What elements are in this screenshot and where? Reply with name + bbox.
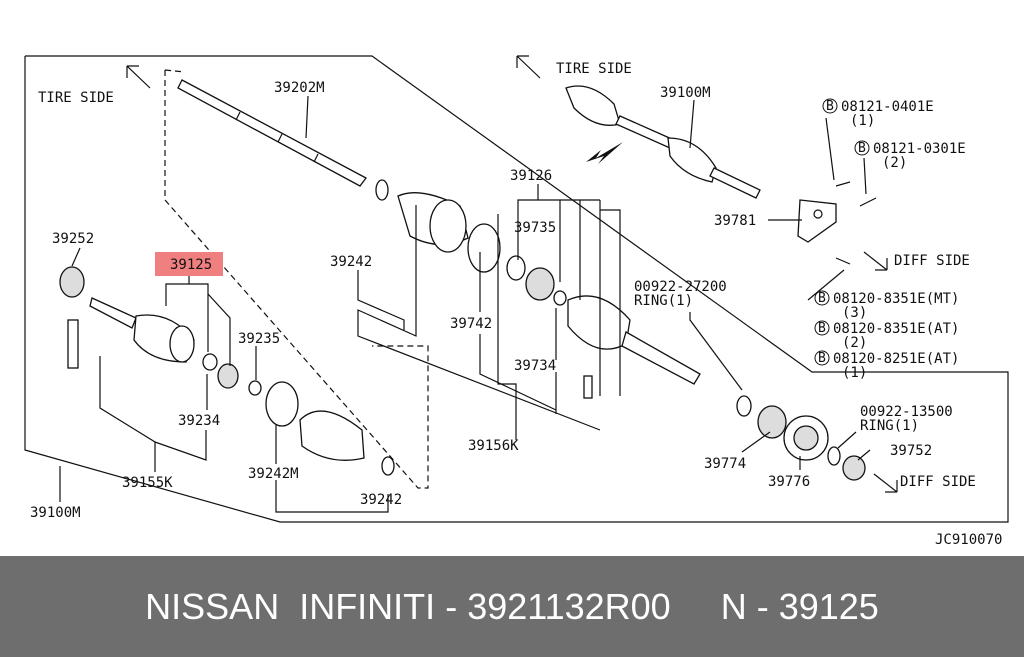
seal-39752 xyxy=(842,455,866,481)
boot-band-39242-top xyxy=(375,179,389,201)
label-39776: 39776 xyxy=(768,474,810,490)
label-39242-b: 39242 xyxy=(360,492,402,508)
bolt-code: 08120-8351E(MT) xyxy=(833,291,959,307)
footer-part-number: 3921132R00 xyxy=(467,585,671,627)
bolt-code: 08121-0301E xyxy=(873,141,966,157)
label-39735: 39735 xyxy=(514,220,556,236)
housing-diff-side xyxy=(567,295,701,385)
bolt-icons xyxy=(835,181,877,265)
diagram-code: JC910070 xyxy=(935,532,1002,548)
footer-ref: N - 39125 xyxy=(720,585,879,627)
tire-side-arrow-right-icon xyxy=(516,55,541,79)
label-39126: 39126 xyxy=(510,168,552,184)
label-39781: 39781 xyxy=(714,213,756,229)
boot-39242M-lower xyxy=(299,410,365,461)
bolt-marker-letter: B xyxy=(818,351,826,366)
label-00922-13500: 00922-13500 xyxy=(860,404,953,420)
inner-race-39125 xyxy=(217,363,239,389)
bolt-qty: (3) xyxy=(842,305,867,321)
label-39242M: 39242M xyxy=(248,466,299,482)
label-39734: 39734 xyxy=(514,358,556,374)
label-39252: 39252 xyxy=(52,231,94,247)
shaft-assembly-39100M-top xyxy=(565,85,761,199)
dust-plug-39734 xyxy=(583,375,593,399)
bolt-marker-letter: B xyxy=(818,321,826,336)
diagram-frame xyxy=(24,55,1009,523)
diff-side-label-lower: DIFF SIDE xyxy=(900,474,976,490)
circlip-39734 xyxy=(553,290,567,306)
bolt-marker-letter: B xyxy=(858,141,866,156)
dashed-boundary xyxy=(164,70,429,489)
bolt-marker-letter: B xyxy=(818,291,826,306)
bracket-39781 xyxy=(797,199,837,243)
label-39742: 39742 xyxy=(450,316,492,332)
boot-39242M-top xyxy=(397,192,469,253)
diagram-canvas: TIRE SIDE TIRE SIDE DIFF SIDE DIFF SIDE … xyxy=(24,55,1009,548)
boot-band-39742 xyxy=(467,223,501,273)
bolt-marker-letter: B xyxy=(826,99,834,114)
tire-side-arrow-left-icon xyxy=(126,65,151,89)
bolt-code: 08121-0401E xyxy=(841,99,934,115)
label-39100M-top: 39100M xyxy=(660,85,711,101)
bolt-qty: (1) xyxy=(842,365,867,381)
label-39125: 39125 xyxy=(170,257,212,273)
footer-separator: - xyxy=(435,585,468,627)
tire-side-label-left: TIRE SIDE xyxy=(38,90,114,106)
bolt-qty: (1) xyxy=(850,113,875,129)
label-39202M: 39202M xyxy=(274,80,325,96)
tire-side-label-right: TIRE SIDE xyxy=(556,61,632,77)
circlip-39235 xyxy=(248,380,262,396)
retainer-39776 xyxy=(783,415,829,461)
label-39234: 39234 xyxy=(178,413,220,429)
bolt-marker-icon xyxy=(854,140,870,156)
label-39100M-bottom: 39100M xyxy=(30,505,81,521)
dust-plug-39155K xyxy=(67,319,79,369)
label-39156K: 39156K xyxy=(468,438,519,454)
tripod-joint-39126 xyxy=(525,267,555,301)
bolt-marker-icon xyxy=(814,320,830,336)
snap-ring-39735 xyxy=(506,255,526,281)
boot-band-39242M-lower xyxy=(265,381,299,427)
bolt-marker-icon xyxy=(822,98,838,114)
label-ring-a: RING(1) xyxy=(634,293,693,309)
label-39774: 39774 xyxy=(704,456,746,472)
bolt-marker-icon xyxy=(814,350,830,366)
highlight-39125 xyxy=(155,252,223,276)
dashed-boundary-top xyxy=(164,69,186,73)
diff-side-label-upper: DIFF SIDE xyxy=(894,253,970,269)
ring-00922-27200 xyxy=(736,395,752,417)
footer-gap xyxy=(671,586,721,628)
boot-band-39242-lower xyxy=(381,456,395,476)
bolt-code: 08120-8351E(AT) xyxy=(833,321,959,337)
drive-shaft-39202M xyxy=(177,79,367,187)
label-39752: 39752 xyxy=(890,443,932,459)
bolt-code: 08120-8251E(AT) xyxy=(833,351,959,367)
footer-bar: NISSAN INFINITI - 3921132R00 N - 39125 xyxy=(0,556,1024,657)
leader-lines xyxy=(59,95,871,513)
label-ring-b: RING(1) xyxy=(860,418,919,434)
diff-side-arrow-lower-icon xyxy=(873,473,898,493)
washer-39252 xyxy=(59,266,85,298)
outer-joint-39125 xyxy=(89,297,195,363)
assembly-direction-arrow-icon xyxy=(586,142,623,164)
snap-ring-39234 xyxy=(202,353,218,371)
bolt-marker-icon xyxy=(814,290,830,306)
diff-side-arrow-upper-icon xyxy=(863,251,888,271)
bolt-qty: (2) xyxy=(842,335,867,351)
bolt-qty: (2) xyxy=(882,155,907,171)
ring-00922-13500 xyxy=(827,446,841,466)
label-39242-a: 39242 xyxy=(330,254,372,270)
label-39235: 39235 xyxy=(238,331,280,347)
label-39155K: 39155K xyxy=(122,475,173,491)
footer-brand: NISSAN INFINITI xyxy=(145,585,436,627)
bearing-39774 xyxy=(757,405,787,439)
label-00922-27200: 00922-27200 xyxy=(634,279,727,295)
